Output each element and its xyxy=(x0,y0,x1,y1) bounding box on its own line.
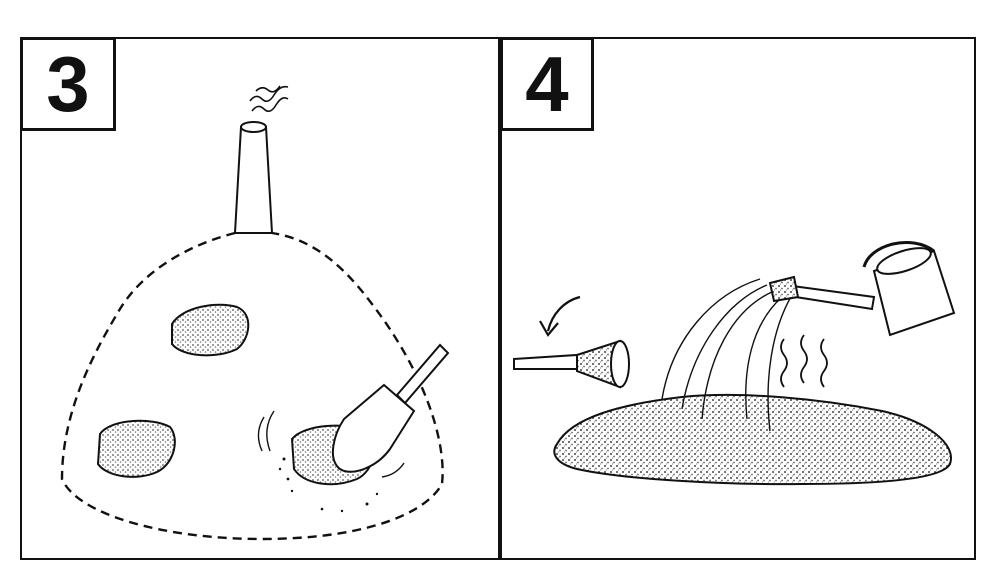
step-number-4: 4 xyxy=(500,37,594,131)
water-stream-icon xyxy=(661,278,793,432)
watering-compost-illustration xyxy=(513,241,956,486)
soil-patch-icon xyxy=(96,419,176,478)
compost-pile-icon xyxy=(553,393,952,486)
watering-can-icon xyxy=(768,241,956,337)
spade-icon xyxy=(331,343,450,473)
step-3-panel: 3 xyxy=(20,37,500,560)
steam-icon xyxy=(780,334,828,388)
smoke-icon xyxy=(249,85,289,113)
soil-patch-icon xyxy=(171,303,250,357)
compost-heap-illustration xyxy=(60,85,450,541)
funnel-icon xyxy=(513,339,630,389)
motion-lines-icon xyxy=(257,410,405,478)
step-4-panel: 4 xyxy=(500,37,976,560)
chimney-pipe-icon xyxy=(233,121,274,234)
soil-crumbs-icon xyxy=(278,457,379,513)
curved-arrow-icon xyxy=(539,295,581,337)
step-number-3: 3 xyxy=(20,37,116,131)
